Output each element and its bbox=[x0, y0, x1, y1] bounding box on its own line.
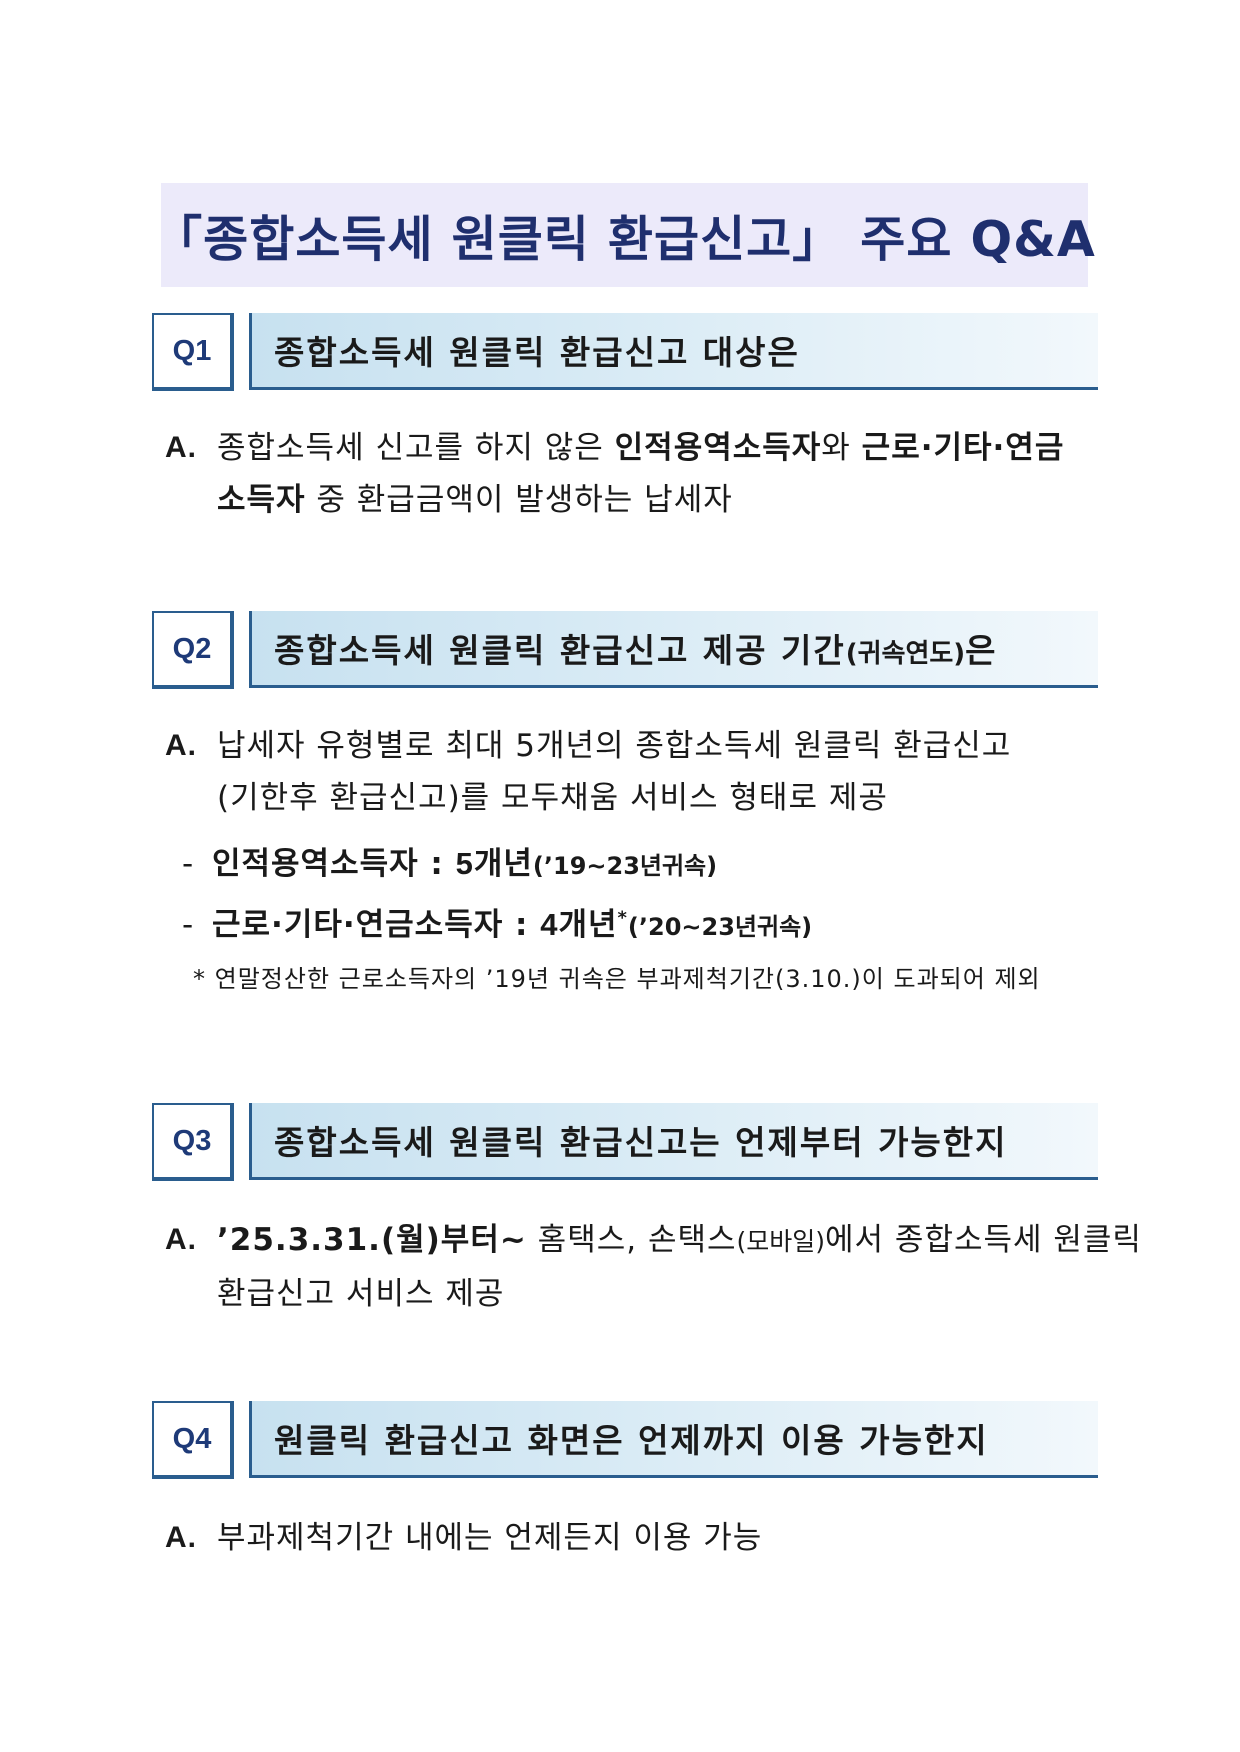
question-header-q3: Q3 종합소득세 원클릭 환급신고는 언제부터 가능한지 bbox=[152, 1103, 1098, 1183]
question-badge-q2: Q2 bbox=[152, 611, 234, 689]
bullet-wage-other-pension: -근로·기타·연금소득자 : 4개년*(’20~23년귀속) bbox=[182, 907, 813, 943]
answer-lead-q3: A. bbox=[165, 1223, 197, 1256]
answer-q2-line1: 납세자 유형별로 최대 5개년의 종합소득세 원클릭 환급신고 bbox=[217, 728, 1012, 764]
question-badge-q4: Q4 bbox=[152, 1401, 234, 1479]
answer-q4: A. 부과제척기간 내에는 언제든지 이용 가능 bbox=[165, 1512, 1095, 1564]
question-bar-q1: 종합소득세 원클릭 환급신고 대상은 bbox=[249, 313, 1098, 390]
answer-q3-line1: ’25.3.31.(월)부터~ 홈택스, 손택스(모바일)에서 종합소득세 원클… bbox=[217, 1222, 1142, 1258]
footnote: * 연말정산한 근로소득자의 ’19년 귀속은 부과제척기간(3.10.)이 도… bbox=[193, 965, 1041, 993]
question-bar-q2: 종합소득세 원클릭 환급신고 제공 기간(귀속연도)은 bbox=[249, 611, 1098, 688]
answer-q2: A. 납세자 유형별로 최대 5개년의 종합소득세 원클릭 환급신고 (기한후 … bbox=[165, 720, 1095, 824]
question-header-q4: Q4 원클릭 환급신고 화면은 언제까지 이용 가능한지 bbox=[152, 1401, 1098, 1481]
question-bar-q3: 종합소득세 원클릭 환급신고는 언제부터 가능한지 bbox=[249, 1103, 1098, 1180]
answer-q1: A. 종합소득세 신고를 하지 않은 인적용역소득자와 근로·기타·연금 소득자… bbox=[165, 422, 1095, 526]
question-badge-q1: Q1 bbox=[152, 313, 234, 391]
answer-q4-line1: 부과제척기간 내에는 언제든지 이용 가능 bbox=[217, 1520, 763, 1556]
answer-lead-q2: A. bbox=[165, 729, 197, 762]
question-bar-q4: 원클릭 환급신고 화면은 언제까지 이용 가능한지 bbox=[249, 1401, 1098, 1478]
page-title: 「종합소득세 원클릭 환급신고」 주요 Q&A bbox=[153, 210, 1096, 268]
question-text-q4: 원클릭 환급신고 화면은 언제까지 이용 가능한지 bbox=[274, 1421, 989, 1460]
question-header-q2: Q2 종합소득세 원클릭 환급신고 제공 기간(귀속연도)은 bbox=[152, 611, 1098, 691]
question-text-q1: 종합소득세 원클릭 환급신고 대상은 bbox=[274, 333, 800, 372]
answer-lead-q1: A. bbox=[165, 431, 197, 464]
question-badge-q3: Q3 bbox=[152, 1103, 234, 1181]
question-header-q1: Q1 종합소득세 원클릭 환급신고 대상은 bbox=[152, 313, 1098, 393]
bullet-personal-service: -인적용역소득자 : 5개년(’19~23년귀속) bbox=[182, 846, 718, 882]
question-text-q2: 종합소득세 원클릭 환급신고 제공 기간(귀속연도)은 bbox=[274, 631, 998, 670]
answer-q1-line2: 소득자 중 환급금액이 발생하는 납세자 bbox=[217, 482, 733, 518]
answer-q3: A. ’25.3.31.(월)부터~ 홈택스, 손택스(모바일)에서 종합소득세… bbox=[165, 1214, 1142, 1320]
question-text-q3: 종합소득세 원클릭 환급신고는 언제부터 가능한지 bbox=[274, 1123, 1008, 1162]
answer-q3-line2: 환급신고 서비스 제공 bbox=[217, 1276, 505, 1312]
answer-q2-line2: (기한후 환급신고)를 모두채움 서비스 형태로 제공 bbox=[217, 780, 888, 816]
title-banner: 「종합소득세 원클릭 환급신고」 주요 Q&A bbox=[153, 183, 1095, 287]
answer-lead-q4: A. bbox=[165, 1521, 197, 1554]
answer-q1-line1: 종합소득세 신고를 하지 않은 인적용역소득자와 근로·기타·연금 bbox=[217, 430, 1065, 466]
